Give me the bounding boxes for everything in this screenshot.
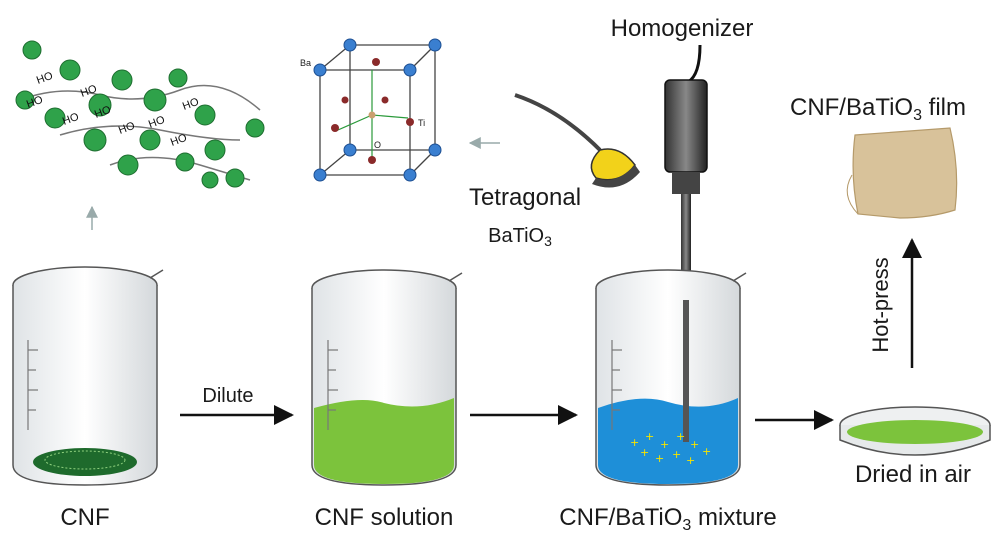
spatula-icon: [514, 93, 640, 188]
film-sheet: [846, 127, 958, 219]
svg-text:+: +: [645, 430, 654, 443]
beaker-cnf-solution: [311, 269, 463, 486]
label-batio3: BaTiO3: [488, 225, 552, 249]
label-mixture: CNF/BaTiO3 mixture: [559, 504, 776, 534]
ba-label: Ba: [300, 58, 311, 68]
svg-text:+: +: [640, 446, 649, 459]
label-tetragonal: Tetragonal: [469, 184, 581, 211]
homogenizer-icon: [664, 44, 708, 304]
svg-text:+: +: [630, 436, 639, 449]
ho-group-label: HO: [61, 111, 81, 128]
label-dilute: Dilute: [202, 385, 253, 407]
label-film: CNF/BaTiO3 film: [790, 94, 966, 124]
svg-text:+: +: [676, 430, 685, 443]
ho-group-label: HO: [25, 94, 45, 111]
batio3-particles: ++++ ++++++: [630, 430, 711, 467]
svg-text:+: +: [702, 445, 711, 458]
ho-group-label: HO: [35, 70, 55, 87]
label-hot-press: Hot-press: [868, 257, 893, 352]
cnf-fiber-pad: [33, 448, 137, 476]
label-dried-in-air: Dried in air: [855, 461, 971, 488]
ho-group-label: HO: [181, 96, 201, 113]
label-homogenizer: Homogenizer: [611, 15, 754, 42]
o-label: O: [374, 140, 381, 150]
ho-group-label: HO: [79, 83, 99, 100]
svg-text:+: +: [660, 438, 669, 451]
ho-group-label: HO: [147, 114, 167, 131]
svg-text:+: +: [690, 438, 699, 451]
ho-group-label: HO: [117, 120, 137, 137]
beaker-mixture: ++++ ++++++: [595, 269, 747, 486]
svg-text:+: +: [655, 452, 664, 465]
ho-group-label: HO: [93, 104, 113, 121]
label-cnf-solution: CNF solution: [315, 504, 454, 531]
label-cnf: CNF: [60, 504, 109, 531]
ho-group-label: HO: [169, 132, 189, 149]
petri-dish: [839, 406, 991, 456]
beaker-cnf: [12, 266, 164, 486]
ti-label: Ti: [418, 118, 425, 128]
svg-text:+: +: [672, 448, 681, 461]
tetragonal-crystal-illustration: Ba Ti O: [300, 38, 442, 182]
svg-text:+: +: [686, 454, 695, 467]
